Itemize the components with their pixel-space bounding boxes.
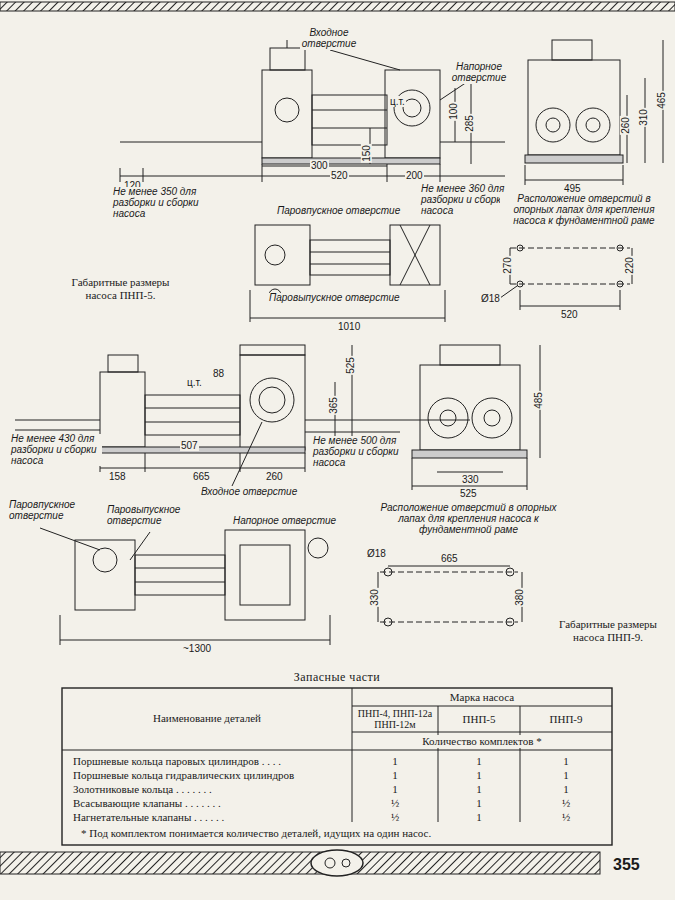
figure-caption: Габаритные размеры насоса ПНП-5. [58, 276, 183, 302]
dimension-value: 200 [405, 170, 424, 181]
table-cell: 1 [440, 811, 518, 824]
table-cell: Количество комплектов * [354, 735, 610, 748]
callout-label: Паровпускное отверстие [8, 500, 74, 522]
pnp5-bolt-pattern [500, 245, 632, 310]
table-cell: 1 [354, 769, 436, 782]
pnp9-plan-view [40, 528, 330, 645]
table-cell: 1 [354, 755, 436, 768]
callout-label: Не менее 430 для разборки и сборки насос… [10, 434, 102, 466]
dimension-value: 270 [502, 256, 513, 275]
dimension-value: 88 [212, 368, 225, 379]
dimension-value: 330 [369, 588, 380, 607]
table-cell: 1 [440, 783, 518, 796]
table-cell: ½ [522, 811, 610, 824]
callout-label: Расположение отверстий в опорных лапах д… [366, 503, 571, 535]
dimension-value: 330 [461, 474, 480, 485]
table-cell: 1 [440, 755, 518, 768]
table-cell: ½ [354, 811, 436, 824]
callout-label: Не менее 360 для разборки и сборки насос… [420, 184, 512, 216]
table-cell: ½ [522, 797, 610, 810]
spare-parts-table [62, 688, 612, 845]
dimension-value: 310 [638, 108, 649, 127]
dimension-value: 300 [310, 160, 329, 171]
dimension-value: ~1300 [182, 643, 212, 654]
table-cell: Наименование деталей [66, 712, 348, 725]
page-number: 355 [612, 857, 641, 873]
table-cell: Марка насоса [354, 691, 610, 704]
dimension-value: 260 [265, 471, 284, 482]
table-cell: 1 [354, 783, 436, 796]
figure-caption: Габаритные размеры насоса ПНП-9. [553, 618, 663, 644]
table-cell: ПНП-5 [440, 713, 518, 726]
callout-label: Паровыпускное отверстие [106, 505, 186, 527]
table-cell: Поршневые кольца паровых цилиндров . . .… [72, 755, 350, 768]
table-cell: * Под комплектом понимается количество д… [80, 827, 605, 840]
footer-band [0, 850, 600, 876]
dimension-value: 495 [563, 183, 582, 194]
callout-label: Паровыпускное отверстие [268, 293, 401, 304]
dimension-value: Ø18 [480, 293, 501, 304]
dimension-value: 220 [624, 256, 635, 275]
table-cell: 1 [440, 769, 518, 782]
dimension-value: ц.т. [389, 96, 406, 107]
callout-label: Напорное отверстие [232, 516, 337, 527]
table-cell: 1 [522, 755, 610, 768]
table-cell: 1 [440, 797, 518, 810]
callout-label: Расположение отверстий в опорных лапах д… [500, 194, 668, 226]
dimension-value: 485 [533, 391, 544, 410]
pnp5-plan-view [250, 225, 445, 322]
table-heading: Запасные части [62, 670, 612, 684]
callout-label: Не менее 350 для разборки и сборки насос… [112, 187, 210, 219]
dimension-value: 100 [448, 102, 459, 121]
dimension-value: 150 [361, 144, 372, 163]
callout-label: Напорное отверстие [448, 62, 510, 84]
header-band [0, 2, 675, 11]
table-cell: Нагнетательные клапаны . . . . . . [72, 811, 350, 824]
callout-label: Входное отверстие [300, 28, 358, 50]
table-cell: 1 [522, 769, 610, 782]
dimension-value: ц.т. [186, 377, 203, 388]
dimension-value: 365 [328, 396, 339, 415]
dimension-value: 520 [560, 309, 579, 320]
dimension-value: 665 [192, 471, 211, 482]
pnp9-bolt-pattern [378, 566, 522, 626]
table-cell: ПНП-4, ПНП-12а ПНП-12м [354, 708, 436, 730]
table-cell: Поршневые кольца гидравлических цилиндро… [72, 769, 350, 782]
table-cell: Всасывающие клапаны . . . . . . . [72, 797, 350, 810]
dimension-value: 525 [345, 356, 356, 375]
dimension-value: 158 [108, 471, 127, 482]
callout-label: Не менее 500 для разборки и сборки насос… [312, 436, 408, 468]
dimension-value: 520 [330, 170, 349, 181]
callout-label: Входное отверстие [200, 487, 298, 498]
dimension-value: 465 [656, 91, 667, 110]
pnp5-end-view [525, 40, 663, 185]
dimension-value: 1010 [337, 321, 361, 332]
table-cell: ПНП-9 [522, 713, 610, 726]
callout-label: Паровпускное отверстие [276, 206, 401, 217]
table-cell: ½ [354, 797, 436, 810]
dimension-value: 525 [459, 488, 478, 499]
pnp9-end-view [412, 345, 540, 490]
dimension-value: 380 [514, 588, 525, 607]
dimension-value: 285 [464, 114, 475, 133]
dimension-value: 665 [440, 553, 459, 564]
table-cell: Золотниковые кольца . . . . . . . [72, 783, 350, 796]
dimension-value: 507 [180, 440, 199, 451]
table-cell: 1 [522, 783, 610, 796]
dimension-value: 260 [620, 116, 631, 135]
dimension-value: Ø18 [366, 548, 387, 559]
